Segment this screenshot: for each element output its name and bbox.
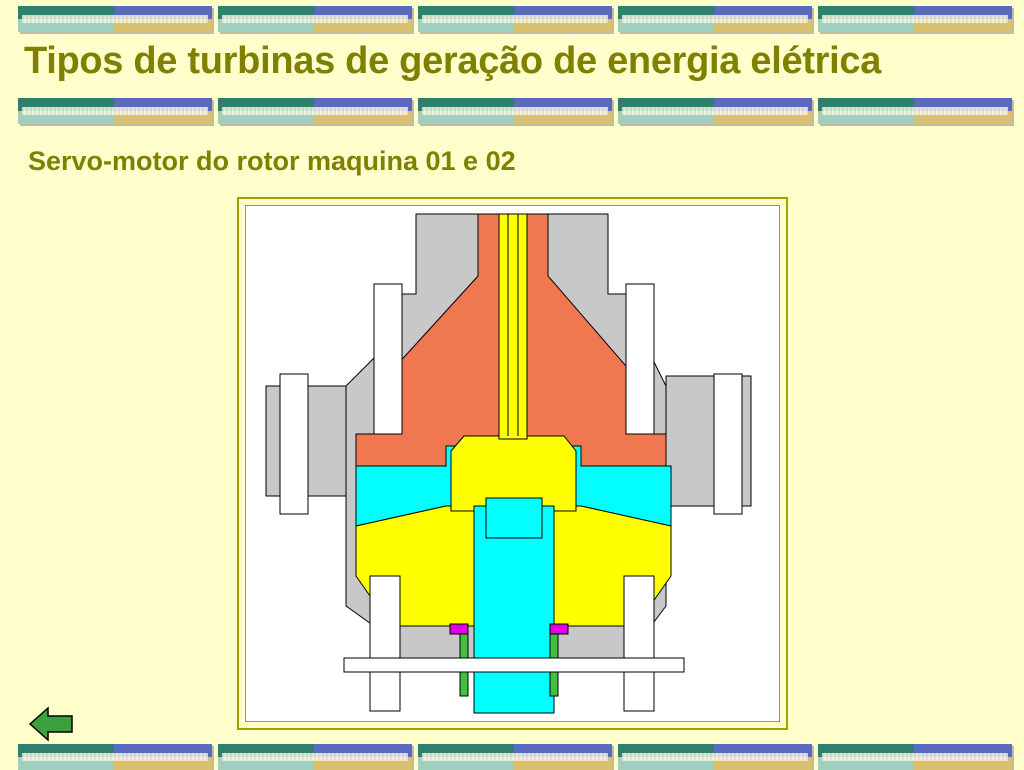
yellow-piston-head [450,435,577,512]
deco-bar [418,744,612,770]
page-title: Tipos de turbinas de geração de energia … [24,40,882,82]
deco-bar [418,6,612,32]
servo-motor-diagram [245,205,780,722]
deco-bar [818,6,1012,32]
deco-bar [218,744,412,770]
bolt [625,283,655,435]
bolt [623,575,655,712]
deco-bar [218,98,412,124]
left-arrow-icon [28,706,73,742]
servo-motor-cross-section [265,213,752,714]
left-seal [449,623,469,635]
diagram-frame [237,197,788,730]
bottom-decoration-row [0,744,1024,770]
deco-bar [618,744,812,770]
bolt [373,283,403,435]
deco-bar [818,744,1012,770]
cyan-lower-shaft [473,505,555,714]
deco-bar [418,98,612,124]
deco-bar [618,98,812,124]
bottom-plate [343,657,685,673]
bolt [713,373,743,515]
deco-bar [18,744,212,770]
deco-bar [818,98,1012,124]
top-decoration-row [0,6,1024,32]
title-underline-decoration-row [0,98,1024,124]
right-seal [549,623,569,635]
bolt [279,373,309,515]
slide-subtitle: Servo-motor do rotor maquina 01 e 02 [28,146,516,176]
back-arrow-button[interactable] [28,706,74,742]
deco-bar [618,6,812,32]
deco-bar [18,98,212,124]
bolt [369,575,401,712]
deco-bar [218,6,412,32]
central-shaft [498,213,528,440]
cyan-shaft-collar [485,497,543,539]
deco-bar [18,6,212,32]
